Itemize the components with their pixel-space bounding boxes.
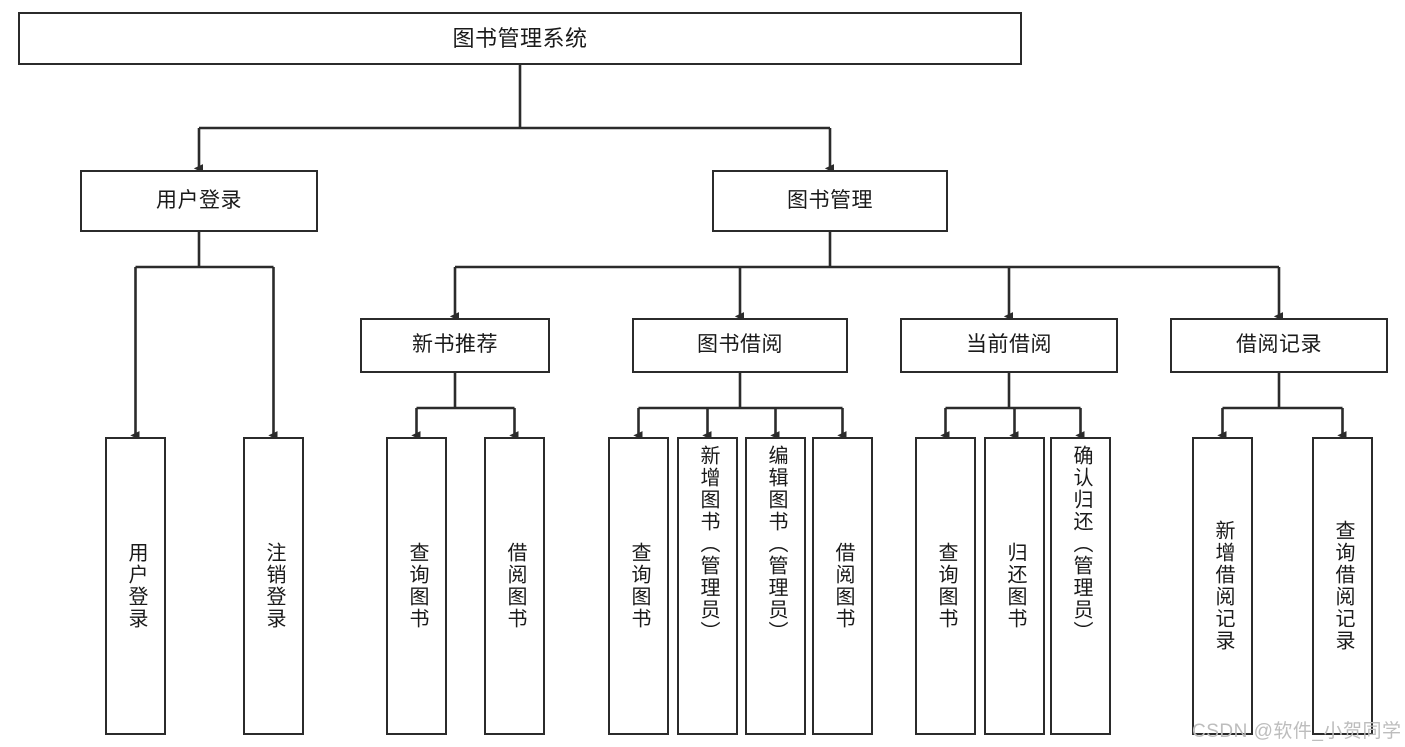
node-leaf-query-borrow-record[interactable]: 查询借阅记录 [1312, 437, 1373, 735]
node-leaf-query-book[interactable]: 查询图书 [608, 437, 669, 735]
node-user-login-label: 用户登录 [156, 188, 242, 212]
node-leaf-user-login-label: 用户登录 [125, 542, 147, 630]
node-leaf-edit-book-admin-label: 编辑图书（管理员） [765, 445, 787, 643]
node-leaf-edit-book-admin[interactable]: 编辑图书（管理员） [745, 437, 806, 735]
node-leaf-query-book-label: 查询图书 [628, 542, 650, 630]
node-leaf-confirm-return-admin-label: 确认归还（管理员） [1070, 445, 1092, 643]
csdn-watermark: CSDN @软件_小贺同学 [1192, 721, 1402, 742]
node-book-borrow-label: 图书借阅 [697, 333, 783, 357]
node-current-borrow-label: 当前借阅 [966, 333, 1052, 357]
edge-group [130, 65, 1347, 440]
node-book-manage[interactable]: 图书管理 [712, 170, 948, 232]
node-leaf-confirm-return-admin[interactable]: 确认归还（管理员） [1050, 437, 1111, 735]
node-user-login[interactable]: 用户登录 [80, 170, 318, 232]
node-leaf-user-login[interactable]: 用户登录 [105, 437, 166, 735]
node-book-borrow[interactable]: 图书借阅 [632, 318, 848, 373]
node-leaf-add-book-admin[interactable]: 新增图书（管理员） [677, 437, 738, 735]
node-current-borrow[interactable]: 当前借阅 [900, 318, 1118, 373]
node-leaf-add-book-admin-label: 新增图书（管理员） [697, 445, 719, 643]
node-root-label: 图书管理系统 [452, 25, 588, 51]
node-leaf-return-book-label: 归还图书 [1004, 542, 1026, 630]
node-borrow-record[interactable]: 借阅记录 [1170, 318, 1388, 373]
node-borrow-record-label: 借阅记录 [1236, 333, 1322, 357]
node-leaf-borrow-book-rec[interactable]: 借阅图书 [484, 437, 545, 735]
node-new-book-rec[interactable]: 新书推荐 [360, 318, 550, 373]
node-leaf-user-logout-label: 注销登录 [263, 542, 285, 630]
node-leaf-borrow-book-rec-label: 借阅图书 [504, 542, 526, 630]
node-leaf-query-book-rec-label: 查询图书 [406, 542, 428, 630]
node-leaf-query-book-rec[interactable]: 查询图书 [386, 437, 447, 735]
node-leaf-user-logout[interactable]: 注销登录 [243, 437, 304, 735]
node-book-manage-label: 图书管理 [787, 188, 873, 212]
node-leaf-query-book-cur-label: 查询图书 [935, 542, 957, 630]
node-leaf-return-book[interactable]: 归还图书 [984, 437, 1045, 735]
node-new-book-rec-label: 新书推荐 [412, 333, 498, 357]
node-leaf-borrow-book-label: 借阅图书 [832, 542, 854, 630]
node-leaf-add-borrow-record-label: 新增借阅记录 [1212, 520, 1234, 652]
node-leaf-borrow-book[interactable]: 借阅图书 [812, 437, 873, 735]
node-leaf-query-book-cur[interactable]: 查询图书 [915, 437, 976, 735]
node-leaf-query-borrow-record-label: 查询借阅记录 [1332, 520, 1354, 652]
node-root[interactable]: 图书管理系统 [18, 12, 1022, 65]
node-leaf-add-borrow-record[interactable]: 新增借阅记录 [1192, 437, 1253, 735]
